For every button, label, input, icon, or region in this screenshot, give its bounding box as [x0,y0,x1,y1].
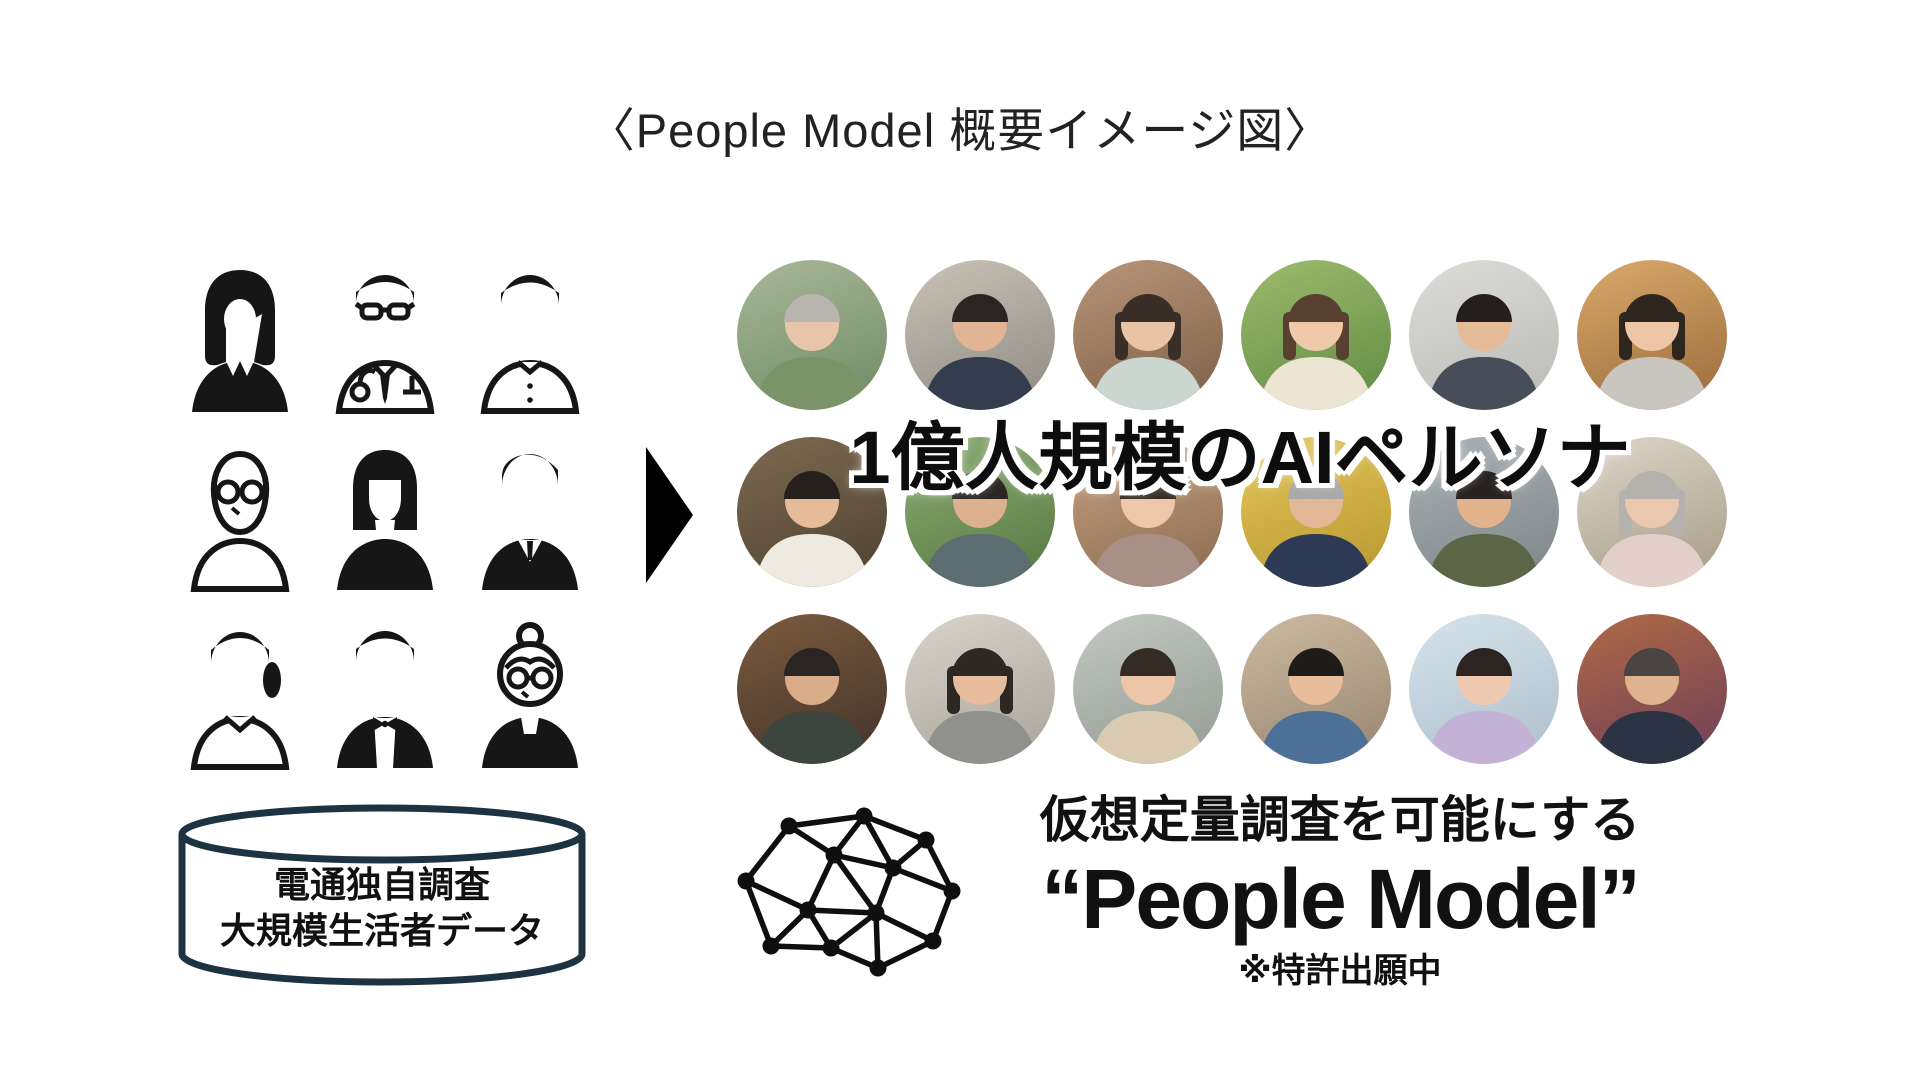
patent-note: ※特許出願中 [1238,952,1442,990]
persona-photo [1409,260,1559,410]
persona-photo [1409,437,1559,587]
persona-photo [905,614,1055,764]
avatar-icon-woman-bob [327,440,443,592]
persona-photo [1073,437,1223,587]
persona-photo [1409,614,1559,764]
network-graph-icon [737,807,961,977]
persona-photo [1241,437,1391,587]
persona-photo [905,437,1055,587]
avatar-icon-man-suit [472,440,588,592]
avatar-icon-business-woman [182,262,298,414]
persona-photo [737,437,887,587]
avatar-icon-elderly-woman-glasses [472,618,588,770]
database-label-line2: 大規模生活者データ [219,910,544,951]
right-arrow-icon [646,447,693,583]
database-label-line1: 電通独自調査 [273,864,490,905]
persona-headline: 1億人規模のAIペルソナ [849,416,1631,499]
persona-photo [905,260,1055,410]
persona-photo [1577,260,1727,410]
persona-photo [1241,260,1391,410]
model-description: 仮想定量調査を可能にする [1039,792,1641,848]
avatar-icon-doctor [327,262,443,414]
persona-photo [737,614,887,764]
persona-photo [1073,260,1223,410]
people-model-text-block: 仮想定量調査を可能にする “People Model” ※特許出願中 [985,793,1695,991]
model-name: “People Model” [1041,852,1640,946]
avatar-icon-elderly-man-glasses [182,440,298,592]
persona-photo [1241,614,1391,764]
page-title: 〈People Model 概要イメージ図〉 [587,104,1333,157]
database-label: 電通独自調査 大規模生活者データ [176,862,588,954]
persona-photo [1577,614,1727,764]
avatar-icon-plain-man [472,262,588,414]
avatar-icon-woman-ponytail [182,618,298,770]
persona-photo [1577,437,1727,587]
persona-photo [1073,614,1223,764]
consumer-icon-grid [182,262,588,770]
database-cylinder-icon [178,804,586,986]
avatar-icon-man-bowtie [327,618,443,770]
persona-photo [737,260,887,410]
persona-photo-grid [737,260,1729,766]
